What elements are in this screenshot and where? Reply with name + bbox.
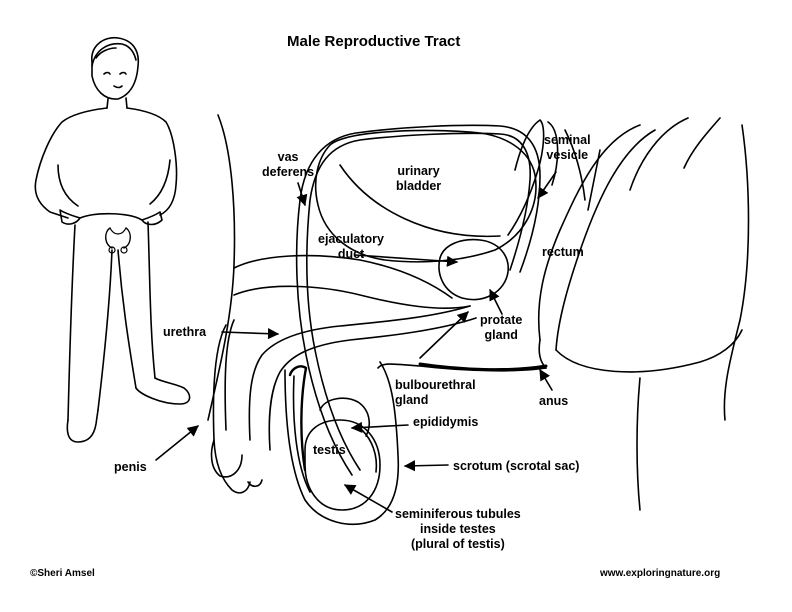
scrotum-testis-shape <box>284 361 400 526</box>
arrow-epididymis <box>350 421 409 434</box>
label-rectum: rectum <box>542 245 584 259</box>
arrow-vas-deferens <box>296 182 308 207</box>
prostate-shape <box>438 238 509 301</box>
label-bulbourethral-gland: bulbourethral gland <box>395 378 476 407</box>
label-arrows <box>155 171 557 513</box>
arrow-seminiferous <box>344 484 393 513</box>
page-title: Male Reproductive Tract <box>287 33 461 50</box>
copyright-text: ©Sheri Amsel <box>30 568 95 579</box>
label-prostate-gland: protate gland <box>480 313 523 342</box>
arrow-urethra <box>221 328 280 340</box>
label-vas-deferens: vas deferens <box>262 150 315 179</box>
label-testis: testis <box>313 443 346 457</box>
label-urethra: urethra <box>163 325 207 339</box>
abdomen-wall <box>233 254 471 310</box>
arrow-anus <box>539 369 553 391</box>
arrow-seminal-vesicle <box>537 171 557 199</box>
label-scrotum: scrotum (scrotal sac) <box>453 459 580 473</box>
arrow-penis <box>155 425 199 461</box>
arrow-ejaculatory-duct <box>354 254 459 267</box>
label-urinary-bladder: urinary bladder <box>396 164 442 193</box>
website-text: www.exploringnature.org <box>600 568 721 579</box>
child-figure <box>34 36 191 443</box>
seminal-vesicle-shape <box>507 119 601 236</box>
label-seminiferous-tubules: seminiferous tubules inside testes (plur… <box>395 507 521 551</box>
label-epididymis: epididymis <box>413 415 479 429</box>
arrow-bulbourethral <box>419 311 469 359</box>
label-ejaculatory-duct: ejaculatory duct <box>318 232 385 261</box>
label-penis: penis <box>114 460 147 474</box>
arrow-scrotum <box>403 460 449 472</box>
pelvic-outline <box>207 114 750 511</box>
vas-deferens-tube <box>295 124 541 476</box>
label-seminal-vesicle: seminal vesicle <box>544 133 591 162</box>
arrow-prostate <box>489 288 503 315</box>
label-anus: anus <box>539 394 569 408</box>
